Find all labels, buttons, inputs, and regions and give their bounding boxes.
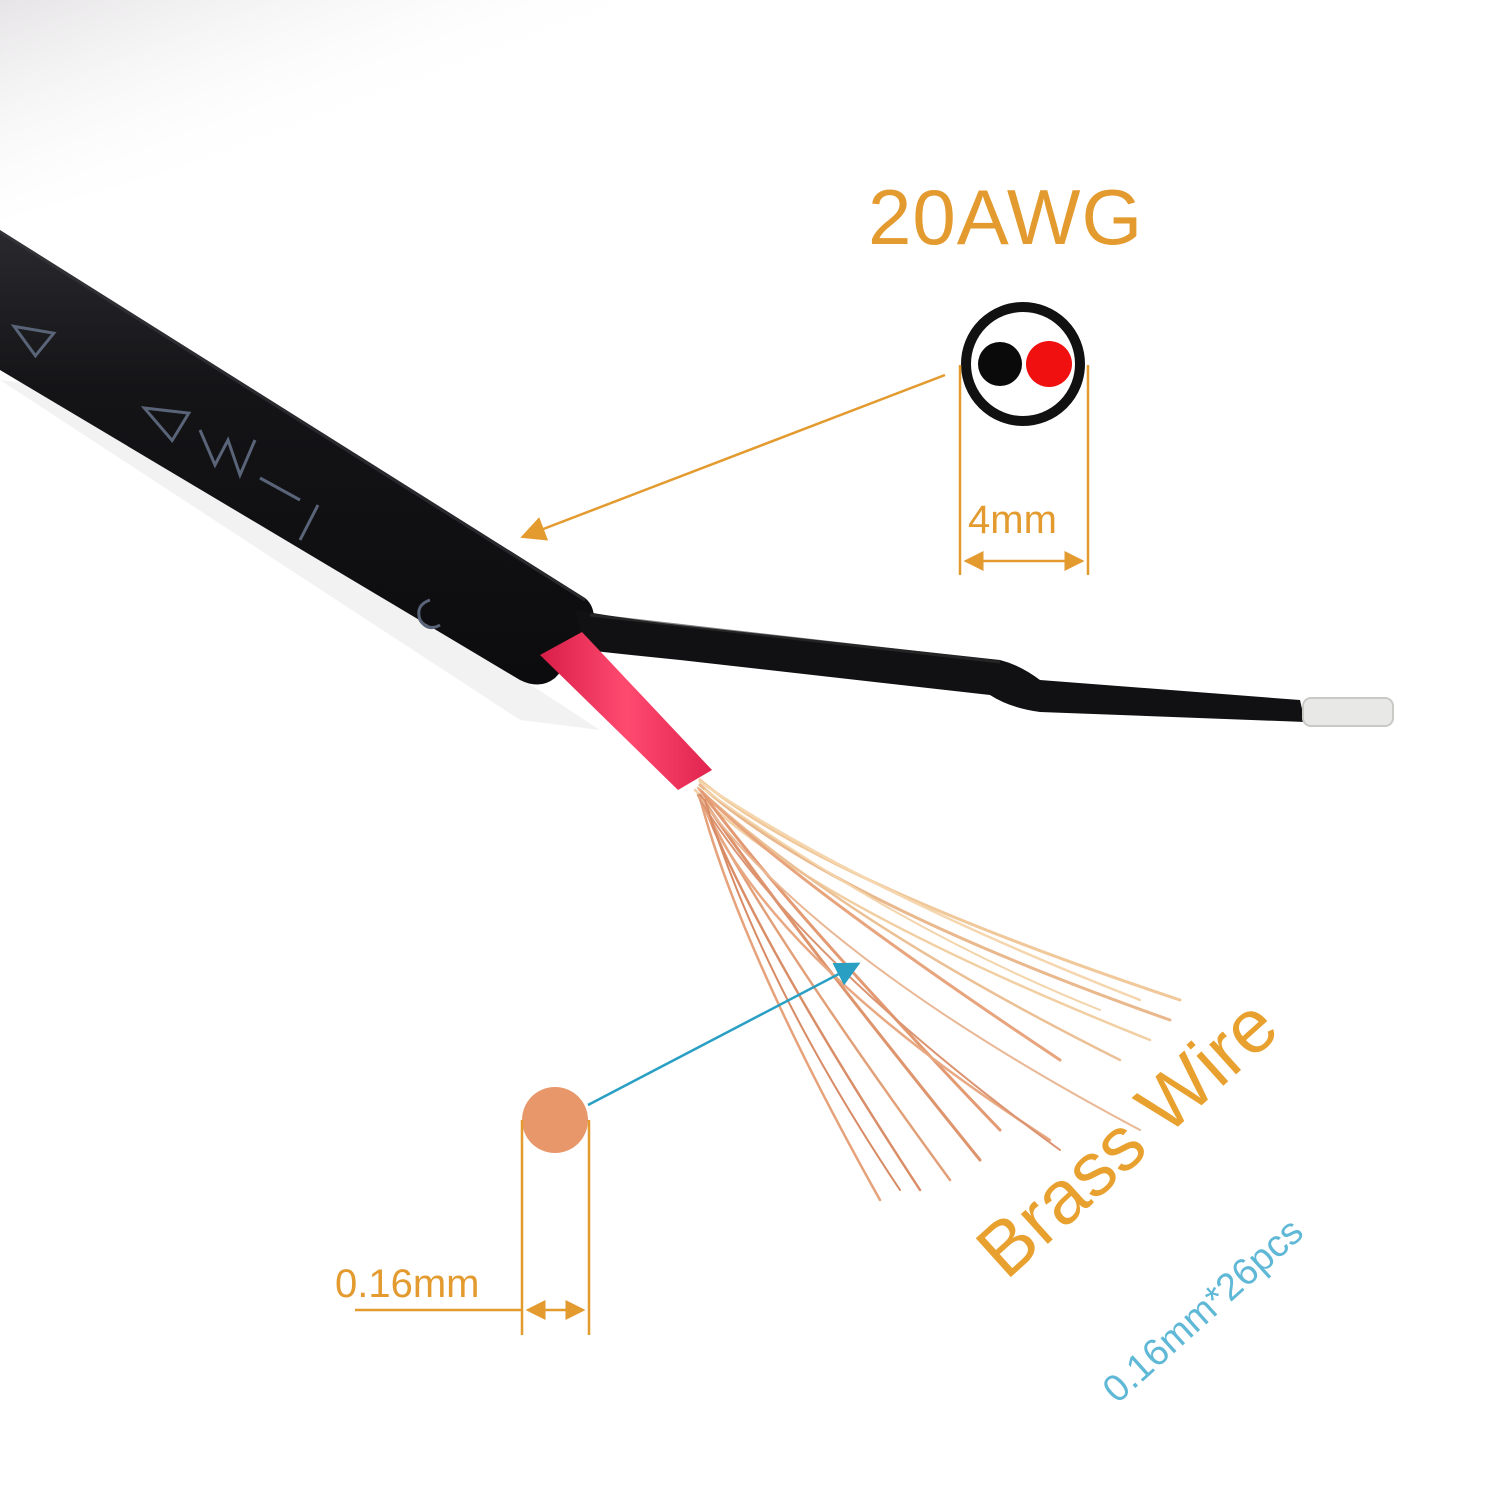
strand-dot-icon	[522, 1087, 588, 1153]
strand-callout-arrow	[587, 962, 861, 1107]
cable-shadow	[0, 380, 600, 730]
diameter-dimension	[958, 365, 1090, 575]
cross-section-icon	[961, 302, 1085, 426]
strand-diameter-label: 0.16mm	[335, 1262, 480, 1306]
black-inner-core	[575, 610, 1394, 727]
strand-dimension	[355, 1120, 591, 1335]
outer-diameter-label: 4mm	[968, 498, 1057, 542]
background-shadow	[0, 0, 700, 220]
gauge-label: 20AWG	[868, 173, 1144, 261]
wire-tip	[1302, 697, 1394, 727]
jacket-callout-arrow	[520, 373, 946, 541]
red-inner-core	[540, 632, 712, 790]
red-core-dot	[1026, 341, 1072, 387]
black-core-dot	[978, 342, 1022, 386]
jacket-markings	[10, 324, 441, 630]
cable-jacket	[0, 230, 594, 685]
